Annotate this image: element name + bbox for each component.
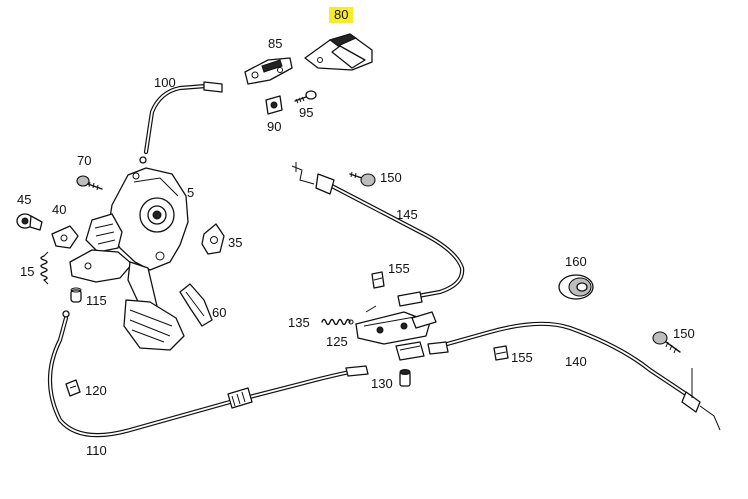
callout-100[interactable]: 100 [154, 75, 176, 90]
part-135-spring[interactable] [321, 318, 354, 326]
part-160-grommet[interactable] [558, 274, 594, 300]
callout-90[interactable]: 90 [267, 119, 282, 134]
part-40-hook[interactable] [51, 225, 79, 249]
callout-150-lower[interactable]: 150 [673, 326, 695, 341]
part-80-bracket[interactable] [304, 33, 373, 71]
callout-70[interactable]: 70 [77, 153, 92, 168]
part-140-cable[interactable] [427, 321, 721, 431]
callout-120[interactable]: 120 [85, 383, 107, 398]
callout-130[interactable]: 130 [371, 376, 393, 391]
callout-35[interactable]: 35 [228, 235, 243, 250]
part-125-equalizer[interactable] [355, 305, 437, 361]
part-100-cable[interactable] [139, 81, 223, 164]
part-35-stop[interactable] [201, 223, 225, 255]
callout-135[interactable]: 135 [288, 315, 310, 330]
callout-115[interactable]: 115 [86, 293, 107, 308]
part-95-screw[interactable] [294, 90, 317, 104]
part-85-lever[interactable] [244, 57, 293, 85]
part-130-fitting[interactable] [399, 369, 411, 387]
part-15-spring[interactable] [40, 251, 49, 285]
callout-85[interactable]: 85 [268, 36, 283, 51]
callout-150-upper[interactable]: 150 [380, 170, 402, 185]
part-45-bushing[interactable] [16, 213, 43, 231]
part-150-bolt-lower[interactable] [652, 331, 681, 354]
callout-110[interactable]: 110 [86, 443, 107, 458]
part-5-pedal-assembly[interactable] [69, 167, 189, 351]
part-120-clip[interactable] [65, 379, 81, 397]
callout-155-upper[interactable]: 155 [388, 261, 410, 276]
part-60-pedal-rubber[interactable] [179, 283, 213, 327]
callout-140[interactable]: 140 [565, 354, 587, 369]
callout-45[interactable]: 45 [17, 192, 32, 207]
part-115-bushing[interactable] [70, 287, 82, 303]
callout-155-lower[interactable]: 155 [511, 350, 533, 365]
part-90-clip[interactable] [265, 95, 283, 115]
callout-95[interactable]: 95 [299, 105, 314, 120]
part-155-clip-upper[interactable] [371, 271, 385, 289]
part-150-bolt-upper[interactable] [349, 171, 376, 187]
part-110-cable[interactable] [47, 310, 369, 438]
part-70-bolt[interactable] [76, 175, 103, 191]
callout-145[interactable]: 145 [396, 207, 418, 222]
callout-125[interactable]: 125 [326, 334, 348, 349]
callout-40[interactable]: 40 [52, 202, 67, 217]
part-145-cable[interactable] [291, 162, 465, 307]
callout-160[interactable]: 160 [565, 254, 587, 269]
callout-80[interactable]: 80 [329, 7, 354, 23]
callout-60[interactable]: 60 [212, 305, 227, 320]
part-155-clip-lower[interactable] [493, 345, 509, 361]
callout-5[interactable]: 5 [187, 185, 195, 200]
callout-15[interactable]: 15 [20, 264, 35, 279]
